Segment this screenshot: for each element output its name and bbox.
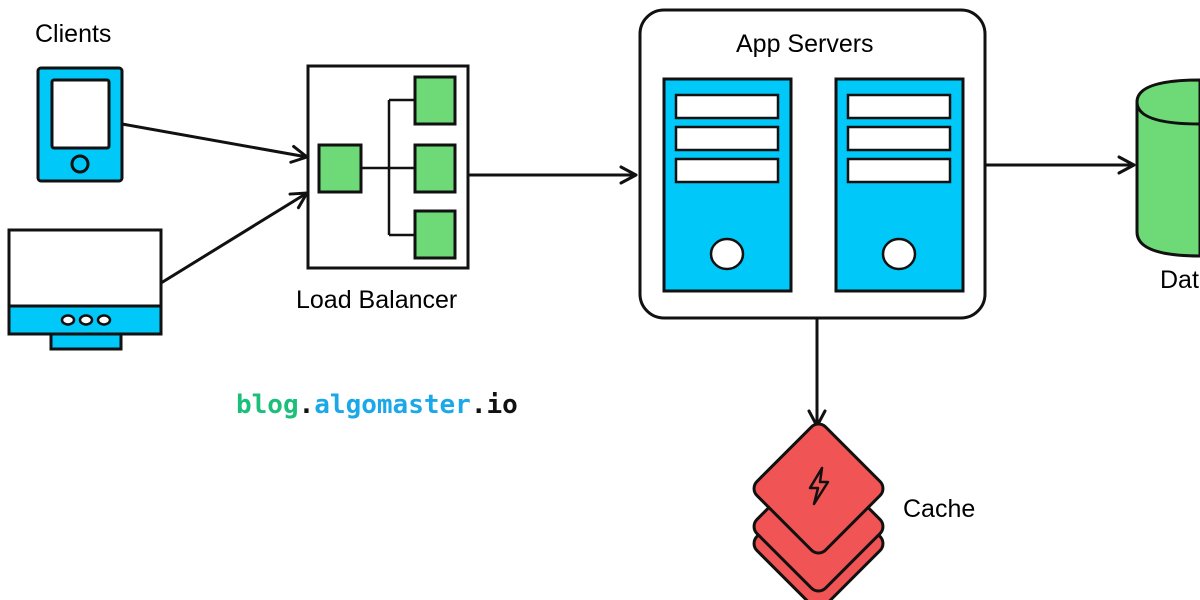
arrow-monitor-to-lb (160, 191, 309, 285)
brand-part-io: io (486, 390, 517, 420)
brand-dot: . (299, 390, 315, 420)
monitor-icon (7, 228, 163, 351)
clients-label: Clients (35, 20, 111, 48)
brand-text: blog.algomaster.io (236, 390, 518, 420)
lightning-icon (808, 466, 830, 506)
load-balancer-label: Load Balancer (296, 286, 457, 314)
brand-part-blog: blog (236, 390, 299, 420)
app-servers-label: App Servers (736, 30, 874, 58)
brand-dot: . (471, 390, 487, 420)
load-balancer-icon (306, 64, 470, 270)
server-icon (662, 77, 793, 293)
brand-part-algomaster: algomaster (314, 390, 471, 420)
database-label: Dat (1160, 266, 1199, 294)
cache-label: Cache (903, 495, 975, 523)
database-icon (1135, 78, 1200, 258)
cache-icon (752, 422, 885, 600)
server-icon (834, 77, 965, 293)
arrow-tablet-to-lb (121, 122, 309, 164)
tablet-icon (36, 66, 124, 183)
